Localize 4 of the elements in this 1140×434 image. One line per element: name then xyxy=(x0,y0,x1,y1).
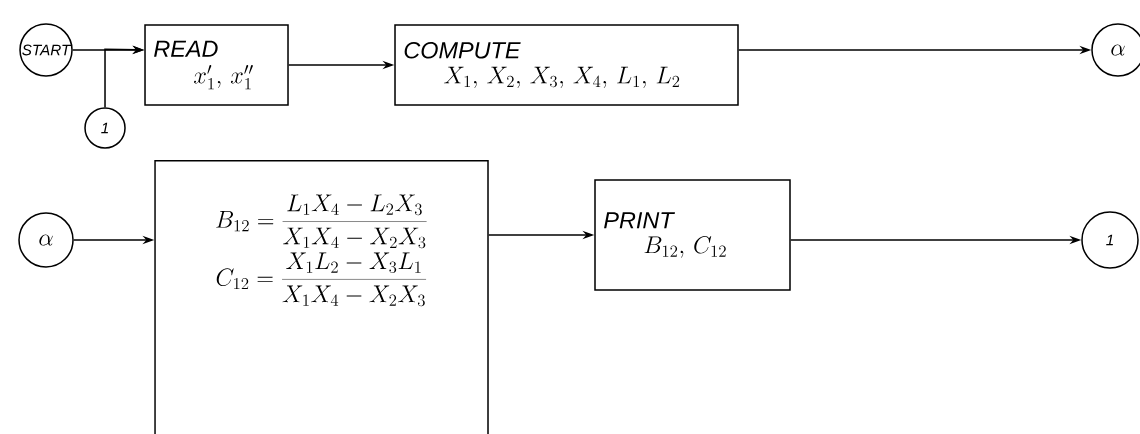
process-box: COMPUTE $X_1 ,\ X_2 ,\ X_3 ,\ X_4 ,\ L_1 ,\ L_2$ xyxy=(394,24,739,106)
process-box: READ $x'_1 ,\ x''_1$ xyxy=(144,24,289,106)
formula-box: $B_{12} = \frac{L_1 X_4 - L_2 X_3}{X_1 X_4 - X_2 X_3}$ $C_{12} = \frac{X_1 L_2 - X_3 L_1}{X_1 X_4 - X_2 X_3}$ xyxy=(154,160,489,434)
process-box: PRINT $B_{12} ,\ C_{12}$ xyxy=(594,179,791,291)
